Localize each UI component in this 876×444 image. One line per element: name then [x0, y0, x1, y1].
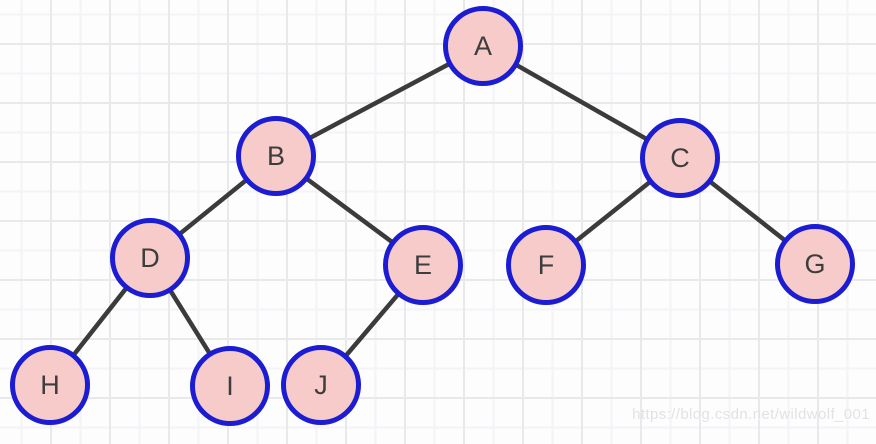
tree-node-a: A [443, 6, 523, 86]
tree-node-f: F [506, 225, 586, 305]
tree-node-e: E [383, 225, 463, 305]
watermark: https://blog.csdn.net/wildwolf_001 [632, 406, 870, 423]
tree-node-g: G [775, 224, 855, 304]
tree-node-h: H [10, 345, 90, 425]
tree-node-i: I [190, 346, 270, 426]
tree-node-b: B [236, 116, 316, 196]
tree-node-j: J [281, 345, 361, 425]
tree-node-c: C [640, 118, 720, 198]
tree-node-d: D [110, 218, 190, 298]
